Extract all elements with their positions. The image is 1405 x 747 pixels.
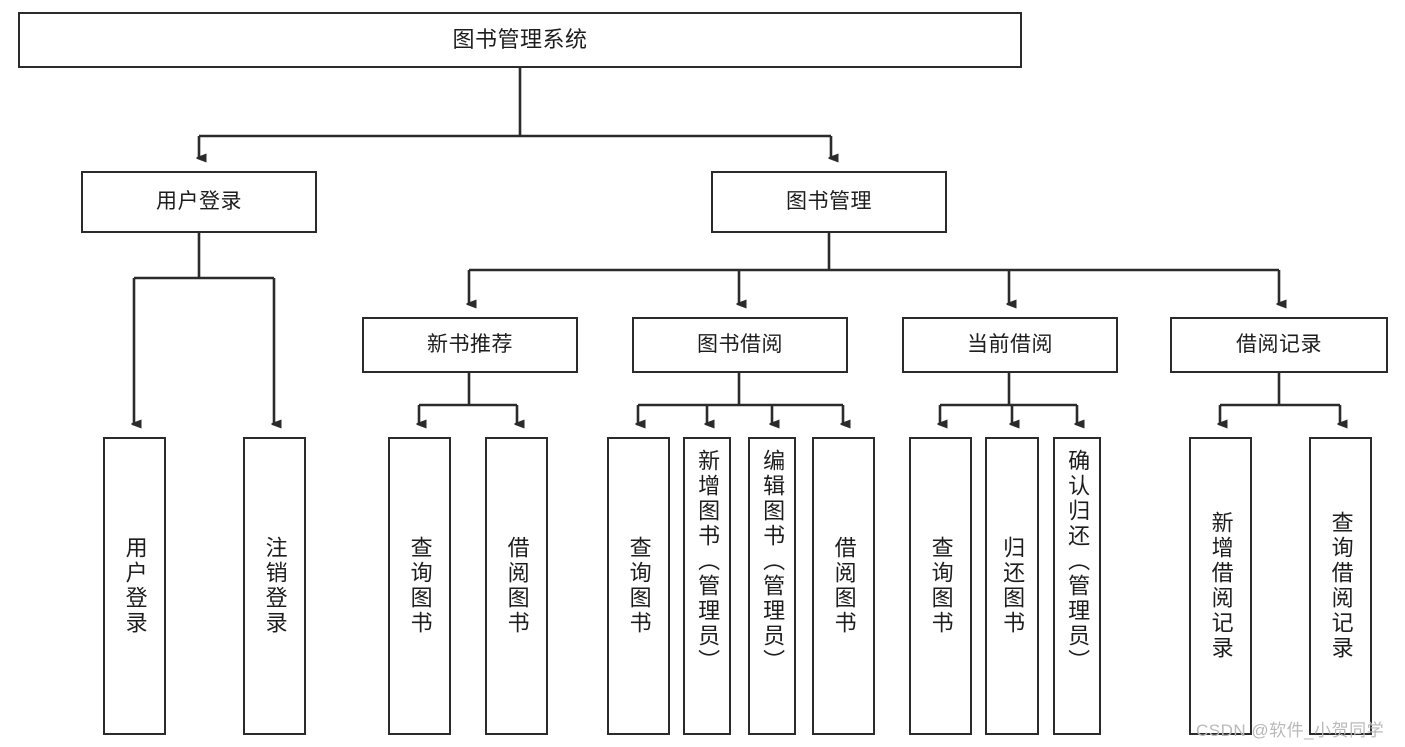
node-leaf-edit-book-admin[interactable]: 编辑图书（管理员） <box>748 437 796 735</box>
node-leaf-add-borrow-record[interactable]: 新增借阅记录 <box>1189 437 1252 735</box>
node-leaf-add-borrow-record-label: 新增借阅记录 <box>1208 511 1234 661</box>
node-leaf-confirm-return-admin[interactable]: 确认归还（管理员） <box>1053 437 1101 735</box>
node-leaf-query-book-2-label: 查询图书 <box>626 536 652 636</box>
node-root-label: 图书管理系统 <box>452 26 588 52</box>
node-leaf-return-book-label: 归还图书 <box>1000 536 1026 636</box>
node-leaf-add-book-admin-label: 新增图书（管理员） <box>695 449 721 674</box>
node-book-manage-label: 图书管理 <box>786 190 872 214</box>
node-leaf-borrow-book-2[interactable]: 借阅图书 <box>812 437 875 735</box>
node-leaf-edit-book-admin-label: 编辑图书（管理员） <box>760 449 786 674</box>
node-leaf-borrow-book-1-label: 借阅图书 <box>504 536 530 636</box>
node-leaf-return-book[interactable]: 归还图书 <box>985 437 1039 735</box>
node-leaf-query-book-3-label: 查询图书 <box>928 536 954 636</box>
node-leaf-confirm-return-admin-label: 确认归还（管理员） <box>1065 449 1091 674</box>
node-user-login-label: 用户登录 <box>156 190 242 214</box>
node-leaf-user-login[interactable]: 用户登录 <box>103 437 166 735</box>
node-leaf-user-logout[interactable]: 注销登录 <box>243 437 306 735</box>
node-leaf-user-logout-label: 注销登录 <box>262 536 288 636</box>
node-leaf-user-login-label: 用户登录 <box>122 536 148 636</box>
node-user-login[interactable]: 用户登录 <box>81 171 317 233</box>
node-leaf-query-borrow-record[interactable]: 查询借阅记录 <box>1309 437 1372 735</box>
node-leaf-query-book-1[interactable]: 查询图书 <box>388 437 451 735</box>
node-new-book-recommend[interactable]: 新书推荐 <box>362 317 578 373</box>
node-leaf-query-borrow-record-label: 查询借阅记录 <box>1328 511 1354 661</box>
node-leaf-borrow-book-2-label: 借阅图书 <box>831 536 857 636</box>
csdn-watermark: CSDN @软件_小贺同学 <box>1196 721 1385 740</box>
node-book-manage[interactable]: 图书管理 <box>711 171 947 233</box>
node-current-borrow[interactable]: 当前借阅 <box>902 317 1118 373</box>
node-new-book-recommend-label: 新书推荐 <box>427 333 513 357</box>
node-book-borrow-label: 图书借阅 <box>697 333 783 357</box>
node-leaf-borrow-book-1[interactable]: 借阅图书 <box>485 437 548 735</box>
node-borrow-record-label: 借阅记录 <box>1236 333 1322 357</box>
node-root[interactable]: 图书管理系统 <box>18 12 1022 68</box>
node-leaf-query-book-3[interactable]: 查询图书 <box>909 437 972 735</box>
node-book-borrow[interactable]: 图书借阅 <box>632 317 848 373</box>
node-borrow-record[interactable]: 借阅记录 <box>1170 317 1388 373</box>
node-leaf-add-book-admin[interactable]: 新增图书（管理员） <box>683 437 731 735</box>
node-leaf-query-book-2[interactable]: 查询图书 <box>607 437 670 735</box>
node-current-borrow-label: 当前借阅 <box>967 333 1053 357</box>
node-leaf-query-book-1-label: 查询图书 <box>407 536 433 636</box>
